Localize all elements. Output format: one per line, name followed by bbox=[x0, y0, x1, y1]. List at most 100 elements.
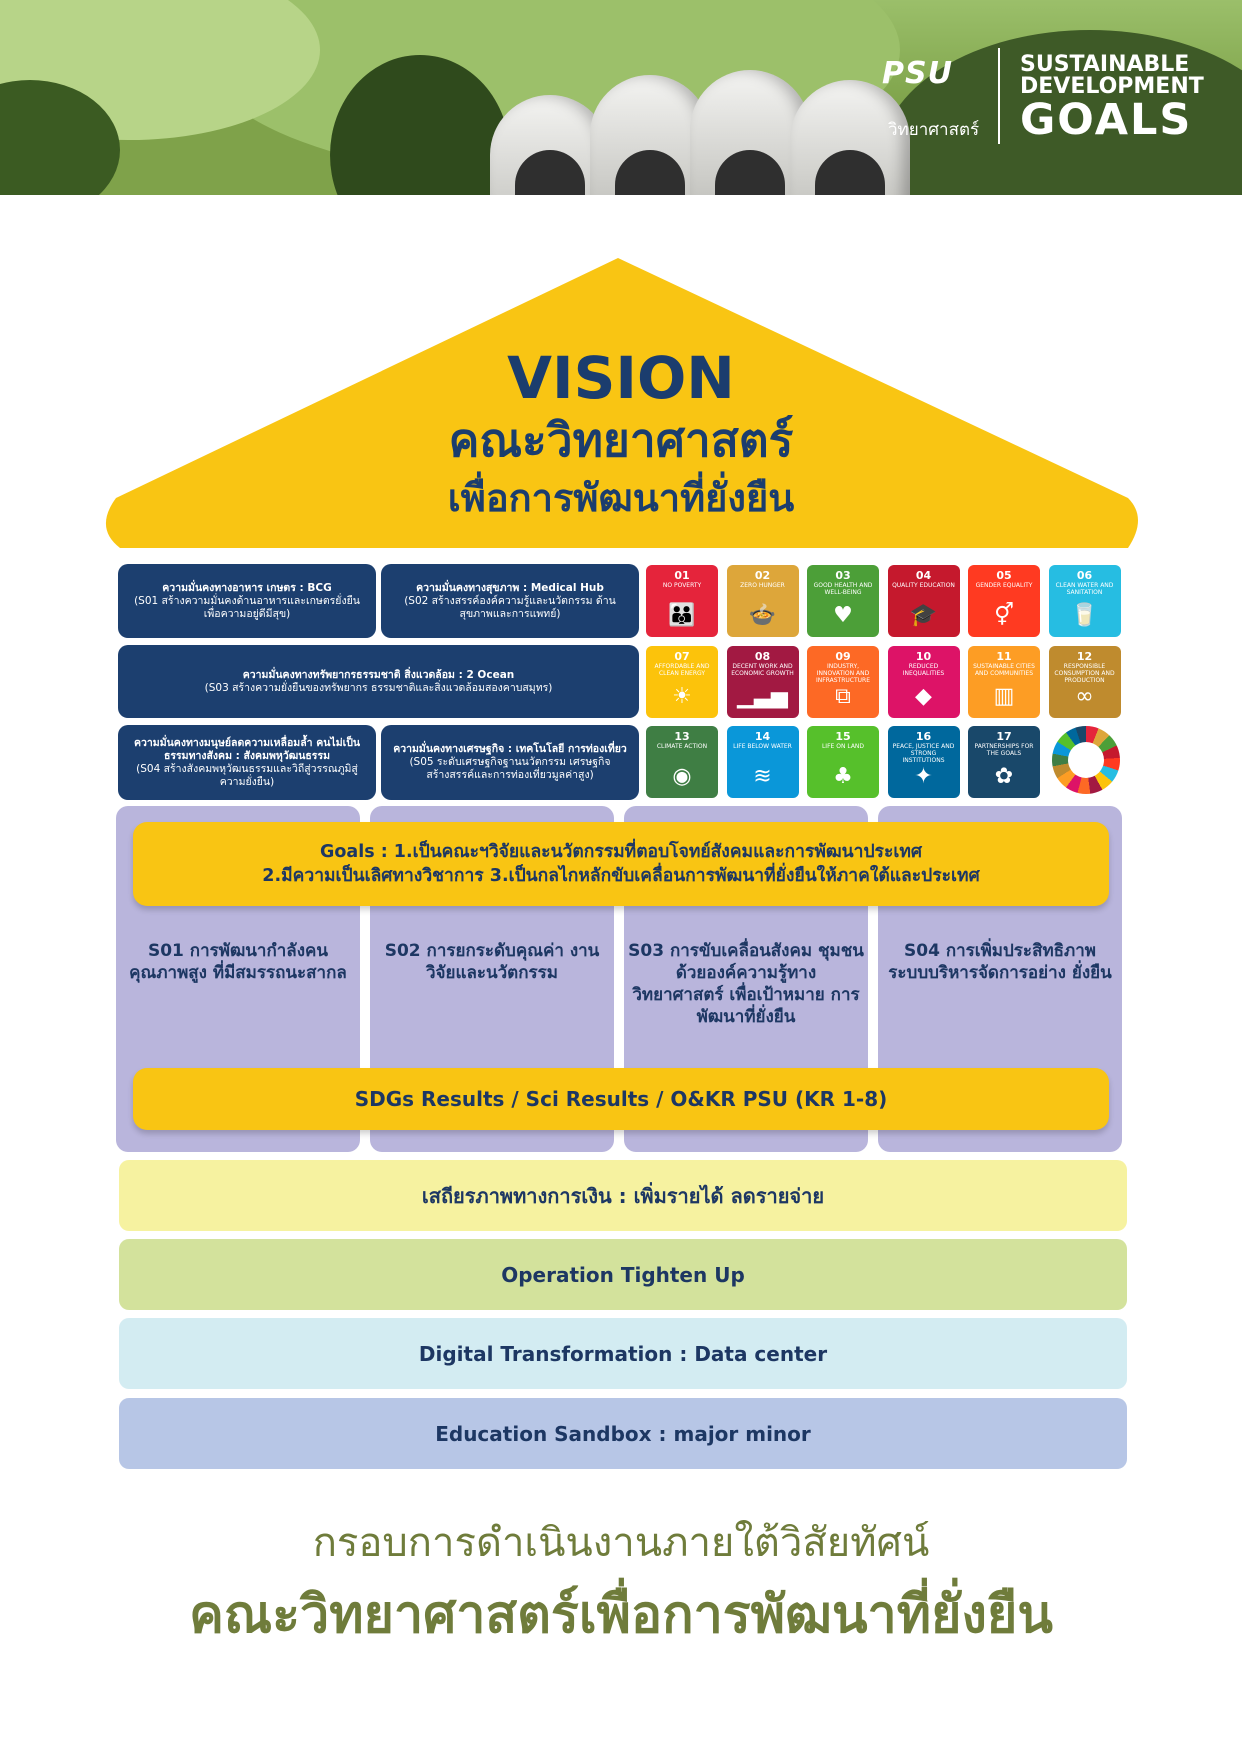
goals-line2: 2.มีความเป็นเลิศทางวิชาการ 3.เป็นกลไกหลั… bbox=[262, 866, 980, 886]
sdg-label: AFFORDABLE AND CLEAN ENERGY bbox=[654, 662, 710, 677]
sdg-label: ZERO HUNGER bbox=[740, 582, 785, 589]
psu-logo: PSU bbox=[882, 56, 953, 91]
book-icon: 🎓 bbox=[909, 603, 938, 628]
foundation-digital: Digital Transformation : Data center bbox=[119, 1318, 1127, 1389]
tree-icon: ♣ bbox=[833, 764, 853, 789]
sdg-label: NO POVERTY bbox=[662, 582, 702, 589]
gender-icon: ⚥ bbox=[994, 603, 1014, 628]
sdg-number: 07 bbox=[674, 649, 690, 663]
sdg-number: 15 bbox=[835, 730, 851, 743]
strategy-box-health: ความมั่นคงทางสุขภาพ : Medical Hub (S02 ส… bbox=[381, 564, 639, 638]
sdg-number: 16 bbox=[915, 730, 932, 743]
sdg-number: 04 bbox=[915, 569, 932, 582]
cubes-icon: ⧉ bbox=[835, 683, 851, 709]
sdg-label: LIFE ON LAND bbox=[821, 743, 865, 750]
sdg-label: PEACE, JUSTICE AND STRONG INSTITUTIONS bbox=[892, 743, 955, 764]
strategy-title: ความมั่นคงทางมนุษย์ลดความเหลื่อมล้ำ คนไม… bbox=[133, 736, 361, 762]
sdg-logo-line2: DEVELOPMENT bbox=[1020, 74, 1204, 99]
vision-title: VISION bbox=[507, 344, 735, 412]
strategy-desc: (S03 สร้างความยั่งยืนของทรัพยากร ธรรมชาต… bbox=[204, 681, 553, 694]
flower-icon: ✿ bbox=[994, 764, 1014, 789]
pillar-s02-text: S02 การยกระดับคุณค่า งานวิจัยและนวัตกรรม bbox=[384, 941, 600, 983]
strategy-box-economy: ความมั่นคงทางเศรษฐกิจ : เทคโนโลยี การท่อ… bbox=[381, 725, 639, 800]
family-icon: 👪 bbox=[668, 603, 696, 628]
strategy-desc: (S01 สร้างความมั่นคงด้านอาหารและเกษตรยั่… bbox=[134, 594, 360, 620]
vision-line2: เพื่อการพัฒนาที่ยั่งยืน bbox=[447, 476, 795, 520]
logo-divider bbox=[998, 48, 1000, 144]
pillar-s01-text: S01 การพัฒนากำลังคน คุณภาพสูง ที่มีสมรรถ… bbox=[129, 941, 347, 983]
sdg-label: RESPONSIBLE CONSUMPTION AND PRODUCTION bbox=[1054, 662, 1115, 684]
water-icon: 🥛 bbox=[1070, 603, 1099, 628]
foundation-finance: เสถียรภาพทางการเงิน : เพิ่มรายได้ ลดรายจ… bbox=[119, 1160, 1127, 1231]
strategy-desc: (S02 สร้างสรรค์องค์ความรู้และนวัตกรรม ด้… bbox=[404, 594, 616, 620]
sdg-label: CLEAN WATER AND SANITATION bbox=[1055, 582, 1114, 596]
sdg-number: 12 bbox=[1076, 649, 1093, 663]
vision-roof bbox=[105, 258, 1139, 548]
eye-earth-icon: ◉ bbox=[672, 764, 692, 789]
sdg-number: 02 bbox=[754, 569, 771, 582]
sdg-logo: SUSTAINABLE DEVELOPMENT GOALS bbox=[1020, 52, 1204, 143]
strategy-desc: (S04 สร้างสังคมพหุวัฒนธรรมและวิถีสู่วรรณ… bbox=[136, 762, 358, 788]
sdg-label: QUALITY EDUCATION bbox=[892, 582, 955, 589]
sdg-label: PARTNERSHIPS FOR THE GOALS bbox=[974, 743, 1034, 757]
sdg-label: GENDER EQUALITY bbox=[975, 582, 1033, 589]
strategy-desc: (S05 ระดับเศรษฐกิจฐานนวัตกรรม เศรษฐกิจสร… bbox=[409, 756, 611, 781]
heartbeat-icon: ♥ bbox=[833, 603, 853, 628]
strategy-title: ความมั่นคงทางทรัพยากรธรรมชาติ สิ่งแวดล้อ… bbox=[242, 668, 515, 681]
strategy-box-ocean: ความมั่นคงทางทรัพยากรธรรมชาติ สิ่งแวดล้อ… bbox=[118, 645, 639, 718]
sdg-number: 09 bbox=[835, 649, 851, 663]
sdg-number: 03 bbox=[835, 569, 851, 582]
results-bar: SDGs Results / Sci Results / O&KR PSU (K… bbox=[133, 1068, 1109, 1130]
sdg-wheel-icon bbox=[1052, 726, 1120, 794]
strategy-title: ความมั่นคงทางเศรษฐกิจ : เทคโนโลยี การท่อ… bbox=[393, 743, 627, 755]
dove-icon: ✦ bbox=[914, 764, 933, 789]
sdg-label: SUSTAINABLE CITIES AND COMMUNITIES bbox=[973, 662, 1035, 677]
sdg-number: 17 bbox=[996, 730, 1012, 743]
sdg-number: 01 bbox=[674, 569, 690, 582]
sdg-number: 08 bbox=[754, 649, 771, 663]
sdg-number: 06 bbox=[1076, 569, 1093, 582]
sdg-number: 14 bbox=[754, 730, 771, 743]
pillar-s03-text: S03 การขับเคลื่อนสังคม ชุมชน ด้วยองค์ควา… bbox=[628, 941, 864, 1027]
strategy-title: ความมั่นคงทางอาหาร เกษตร : BCG bbox=[162, 581, 332, 594]
growth-chart-icon: ▁▃▅ bbox=[737, 683, 788, 709]
header-banner: PSU วิทยาศาสตร์ SUSTAINABLE DEVELOPMENT … bbox=[0, 0, 1242, 195]
strategy-box-food: ความมั่นคงทางอาหาร เกษตร : BCG (S01 สร้า… bbox=[118, 564, 376, 638]
goals-line1: Goals : 1.เป็นคณะฯวิจัยและนวัตกรรมที่ตอบ… bbox=[320, 842, 922, 862]
city-icon: ▥ bbox=[993, 683, 1015, 709]
footer-subtitle: กรอบการดำเนินงานภายใต้วิสัยทัศน์ bbox=[312, 1520, 930, 1566]
pillar-s04-text: S04 การเพิ่มประสิทธิภาพ ระบบบริหารจัดการ… bbox=[888, 941, 1112, 983]
sdg-number: 13 bbox=[674, 730, 690, 743]
vision-line1: คณะวิทยาศาสตร์ bbox=[448, 413, 794, 467]
equal-icon: ◆ bbox=[915, 683, 932, 709]
sun-icon: ☀ bbox=[672, 683, 692, 709]
dome-building bbox=[470, 0, 950, 195]
fish-icon: ≋ bbox=[753, 764, 772, 789]
infinity-icon: ∞ bbox=[1075, 683, 1094, 709]
foundation-education: Education Sandbox : major minor bbox=[119, 1398, 1127, 1469]
sdg-label: DECENT WORK AND ECONOMIC GROWTH bbox=[731, 662, 794, 677]
sdg-logo-line1: SUSTAINABLE bbox=[1020, 52, 1190, 77]
sdg-label: CLIMATE ACTION bbox=[656, 743, 708, 750]
faculty-logo-text: วิทยาศาสตร์ bbox=[888, 120, 980, 140]
foundation-operation: Operation Tighten Up bbox=[119, 1239, 1127, 1310]
sdg-label: LIFE BELOW WATER bbox=[733, 743, 792, 750]
sdg-label: GOOD HEALTH AND WELL-BEING bbox=[813, 582, 873, 596]
